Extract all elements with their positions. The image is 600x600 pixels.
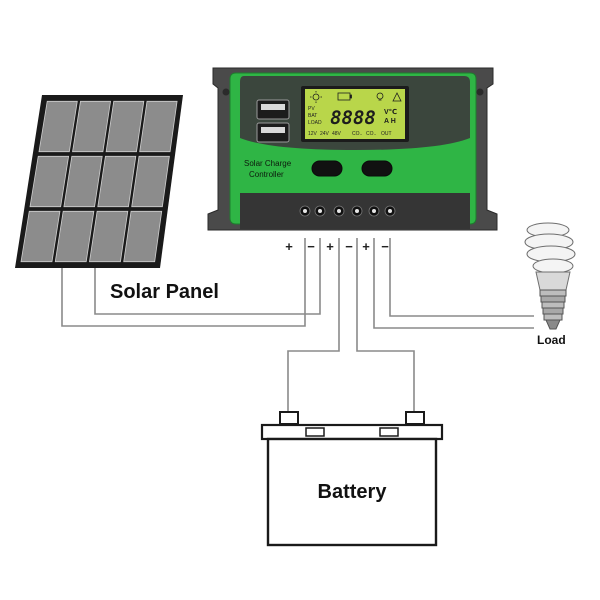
load-label: Load — [537, 333, 566, 347]
sun-icon — [310, 91, 322, 103]
wire-solar-negative — [94, 238, 321, 315]
terminal-screws — [299, 205, 396, 217]
controller-title-line2: Controller — [249, 170, 284, 179]
usb-port-1 — [256, 99, 290, 120]
battery-lid — [260, 423, 444, 441]
solar-cell — [29, 155, 70, 208]
lcd-mode-2: CO.. — [366, 131, 376, 137]
solar-cell — [72, 100, 112, 153]
lcd-unit-top: V℃ — [384, 108, 397, 116]
terminal-screw-head — [337, 209, 341, 213]
wire-load-negative — [389, 238, 534, 317]
lcd-unit-bottom: A H — [384, 118, 396, 125]
usb-port-2 — [256, 122, 290, 143]
polarity-load-positive: + — [362, 239, 370, 254]
polarity-load-negative: − — [381, 239, 389, 254]
warning-icon — [392, 92, 402, 102]
wiring — [61, 238, 534, 412]
terminal-screw-head — [303, 209, 307, 213]
lcd-row-label-load: LOAD — [308, 120, 322, 126]
terminal-polarity-signs: + − + − + − — [285, 239, 389, 254]
bulb-spiral — [524, 222, 576, 274]
polarity-solar-negative: − — [307, 239, 315, 254]
bulb-icon — [376, 92, 384, 101]
bulb-screw-base — [539, 289, 567, 330]
solar-cell — [105, 100, 145, 153]
lcd-voltage-12v: 12V — [308, 131, 318, 137]
battery-lid-vent-right — [379, 427, 399, 437]
battery-body — [266, 437, 438, 547]
lcd-row-label-pv: PV — [308, 106, 315, 112]
polarity-battery-positive: + — [326, 239, 334, 254]
solar-panel — [15, 95, 183, 268]
battery — [260, 411, 444, 547]
solar-cell — [54, 210, 95, 263]
polarity-battery-negative: − — [345, 239, 353, 254]
controller-title-line1: Solar Charge — [244, 159, 292, 168]
solar-cell — [89, 210, 129, 263]
lcd-mode-1: CO.. — [352, 131, 362, 137]
solar-cell — [63, 155, 103, 208]
battery-terminal-positive — [279, 411, 299, 425]
terminal-screw-head — [355, 209, 359, 213]
controller-button-left[interactable] — [311, 160, 343, 177]
solar-cell — [131, 155, 170, 208]
mount-hole-left — [222, 88, 230, 96]
solar-cell — [139, 100, 178, 153]
lcd-display: PV BAT LOAD 8888 V℃ A H 12V 24V 48V CO..… — [301, 86, 409, 142]
solar-cell — [123, 210, 163, 263]
terminal-screw-head — [318, 209, 322, 213]
lcd-mode-3: OUT — [381, 131, 392, 137]
solar-cell — [38, 100, 78, 153]
terminal-screw-head — [372, 209, 376, 213]
solar-panel-label: Solar Panel — [110, 281, 219, 303]
mount-hole-right — [476, 88, 484, 96]
lcd-voltage-24v: 24V — [320, 131, 330, 137]
solar-cell — [97, 155, 137, 208]
wire-solar-positive — [61, 238, 306, 327]
wire-battery-negative — [356, 238, 415, 412]
polarity-solar-positive: + — [285, 239, 293, 254]
wire-battery-positive — [287, 238, 340, 412]
battery-label: Battery — [318, 481, 388, 503]
battery-terminal-negative — [405, 411, 425, 425]
lcd-row-label-bat: BAT — [308, 113, 317, 119]
bulb-neck — [535, 271, 571, 291]
terminal-screw-head — [388, 209, 392, 213]
solar-panel-cells — [20, 100, 178, 263]
wire-load-positive — [373, 238, 534, 329]
battery-icon — [337, 92, 352, 101]
battery-lid-vent-left — [305, 427, 325, 437]
charge-controller: PV BAT LOAD 8888 V℃ A H 12V 24V 48V CO..… — [207, 67, 498, 231]
lcd-voltage-48v: 48V — [332, 131, 342, 137]
lcd-digits: 8888 — [330, 107, 376, 129]
light-bulb — [524, 222, 576, 330]
controller-button-right[interactable] — [361, 160, 393, 177]
solar-cell — [20, 210, 61, 263]
